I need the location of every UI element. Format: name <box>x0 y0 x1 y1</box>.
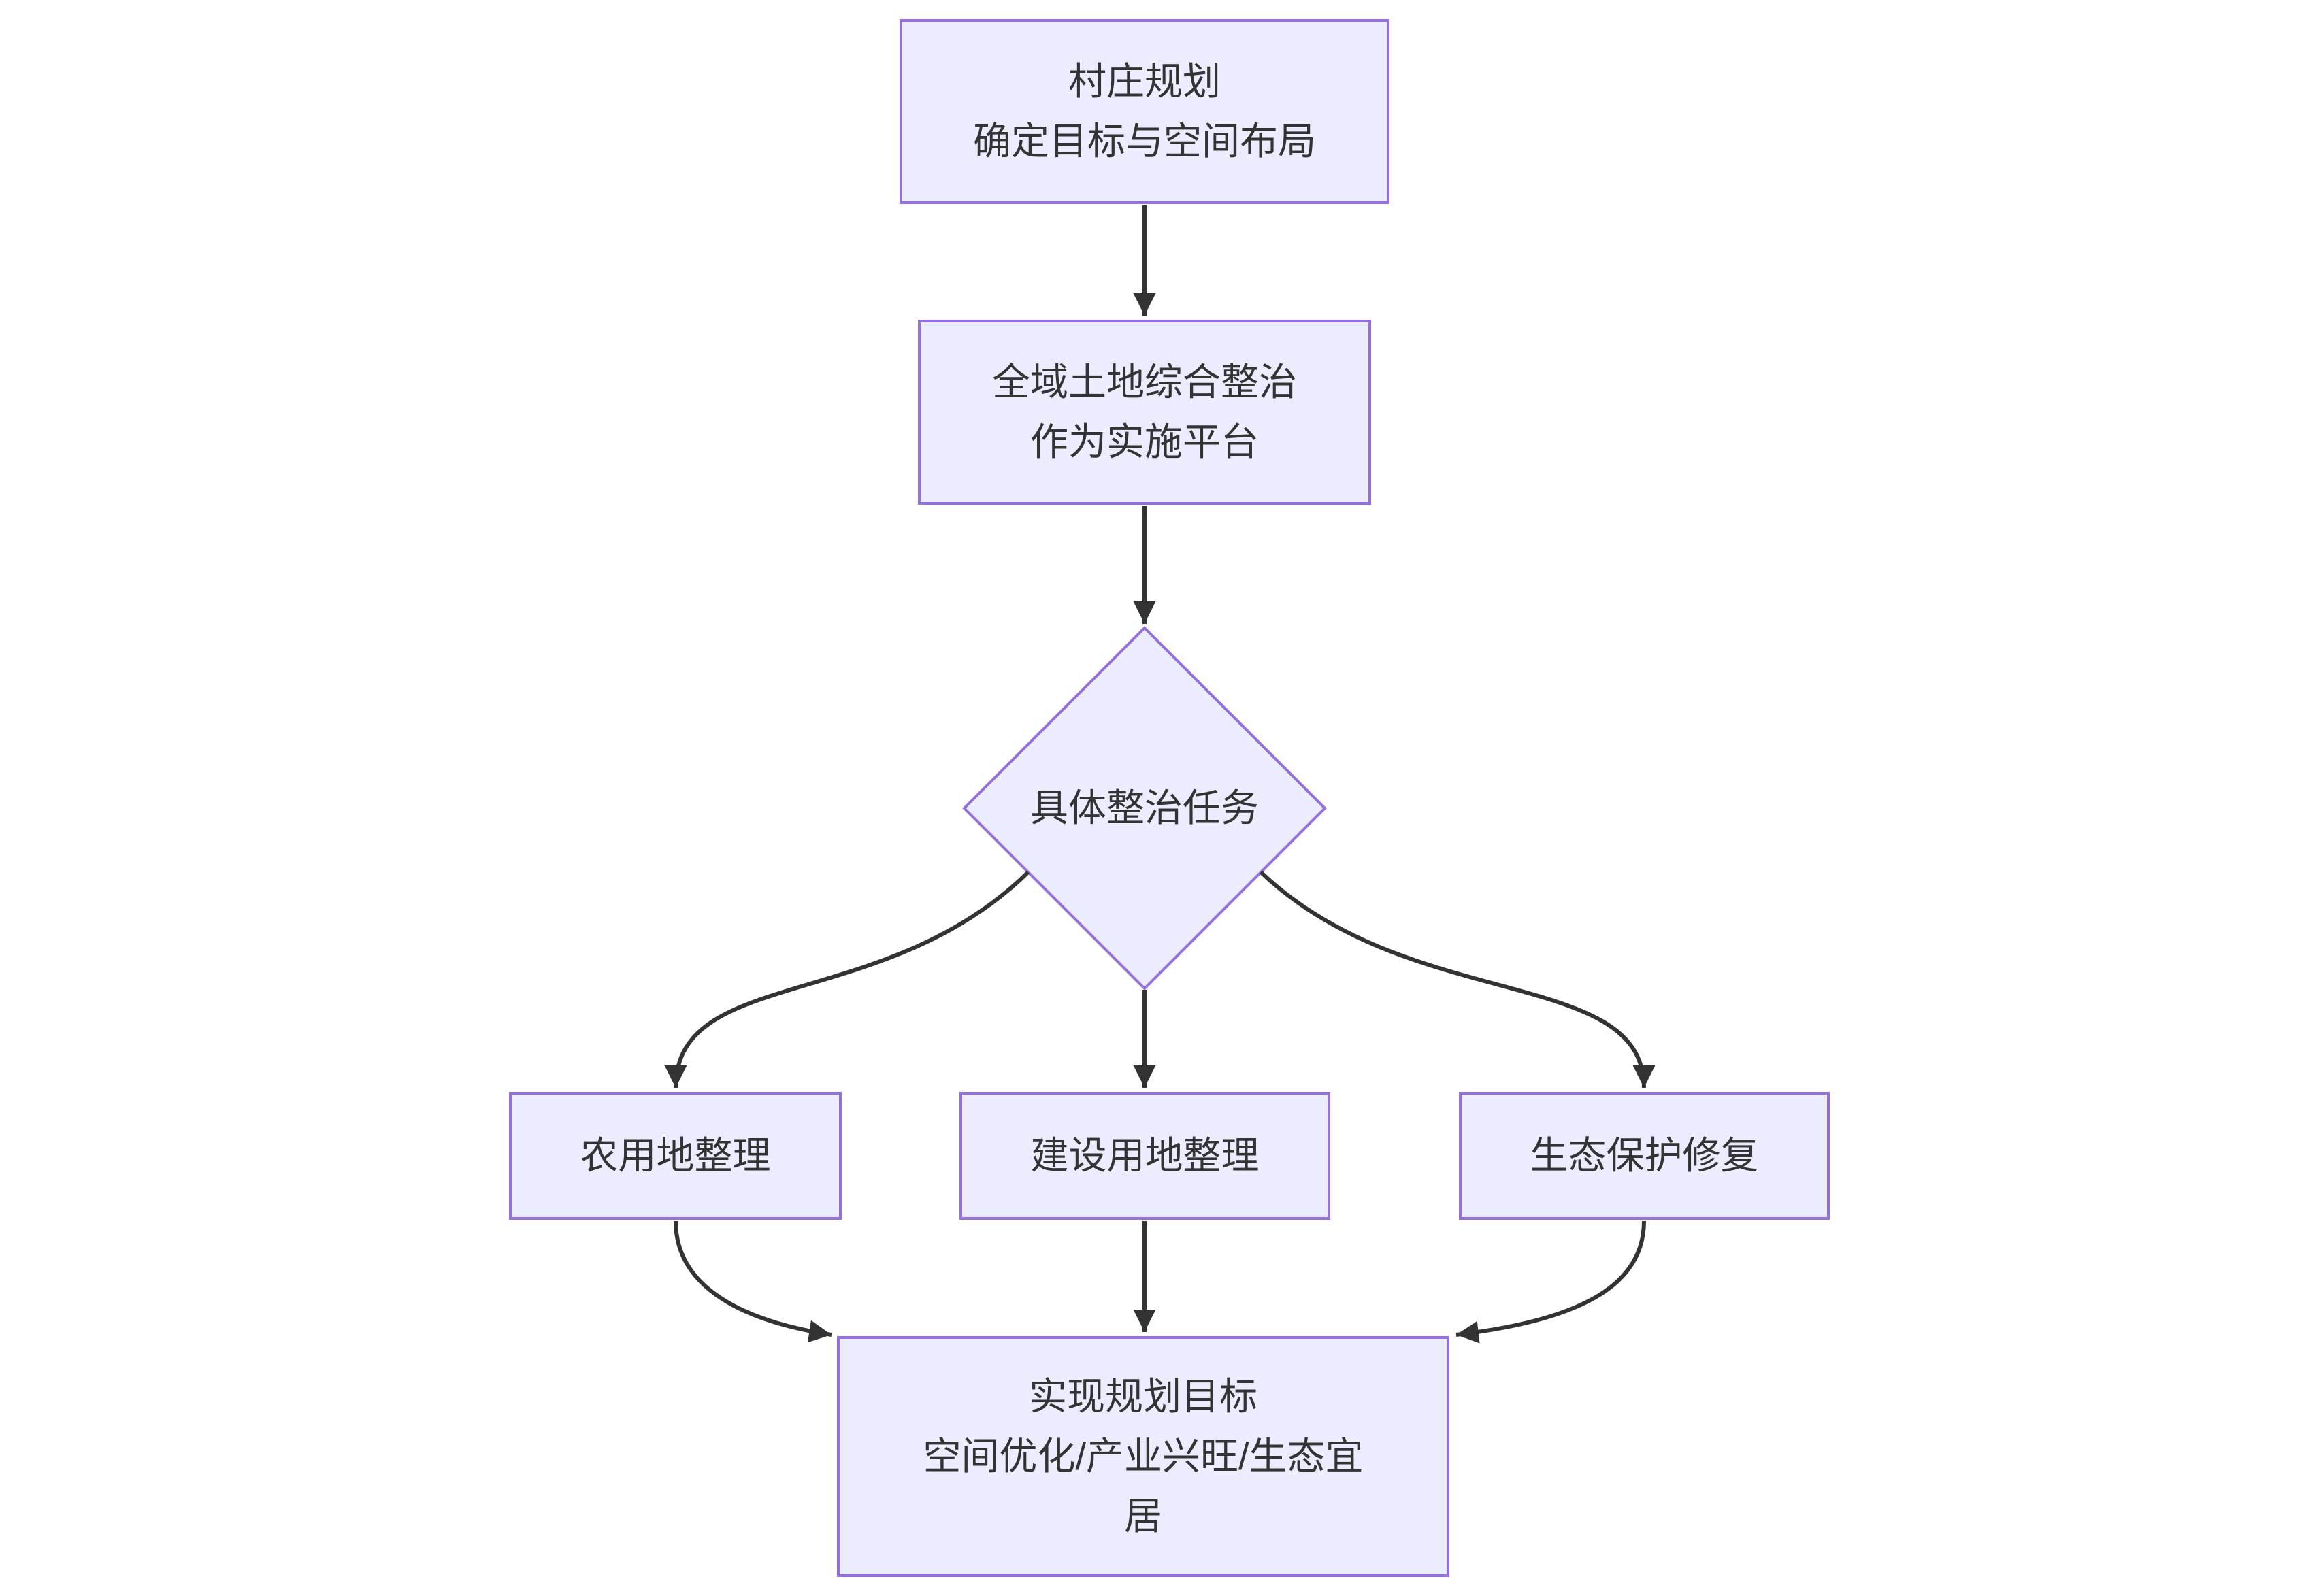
node-land-consolidation-line2: 作为实施平台 <box>1030 420 1259 463</box>
node-planning-goal-line2: 空间优化/产业兴旺/生态宜 <box>923 1435 1364 1478</box>
edge-farmland-to-planning-goal <box>674 1220 832 1343</box>
node-planning-goal: 实现规划目标 空间优化/产业兴旺/生态宜 居 <box>837 1336 1449 1577</box>
node-remediation-tasks-label: 具体整治任务 <box>964 628 1325 988</box>
node-farmland-consolidation-text: 农用地整理 <box>580 1134 771 1177</box>
edge-remediation-tasks-to-farmland <box>664 870 1030 1088</box>
node-ecological-restoration-text: 生态保护修复 <box>1530 1134 1759 1177</box>
node-land-consolidation-line1: 全域土地综合整治 <box>992 361 1297 403</box>
node-remediation-tasks-text: 具体整治任务 <box>1030 786 1259 829</box>
node-remediation-tasks-shape <box>962 626 1327 991</box>
edge-remediation-tasks-to-ecological <box>1259 870 1656 1088</box>
node-construction-land-consolidation: 建设用地整理 <box>959 1092 1330 1220</box>
node-village-planning-line2: 确定目标与空间布局 <box>973 120 1316 163</box>
node-planning-goal-line1: 实现规划目标 <box>1029 1375 1257 1418</box>
node-ecological-restoration: 生态保护修复 <box>1459 1092 1830 1220</box>
edge-ecological-to-planning-goal <box>1455 1220 1646 1344</box>
node-village-planning: 村庄规划 确定目标与空间布局 <box>900 19 1389 204</box>
node-village-planning-line1: 村庄规划 <box>1068 60 1221 103</box>
node-land-consolidation: 全域土地综合整治 作为实施平台 <box>918 320 1371 505</box>
node-planning-goal-line3: 居 <box>1124 1495 1162 1537</box>
node-construction-land-consolidation-text: 建设用地整理 <box>1030 1134 1260 1177</box>
node-farmland-consolidation: 农用地整理 <box>509 1092 842 1220</box>
